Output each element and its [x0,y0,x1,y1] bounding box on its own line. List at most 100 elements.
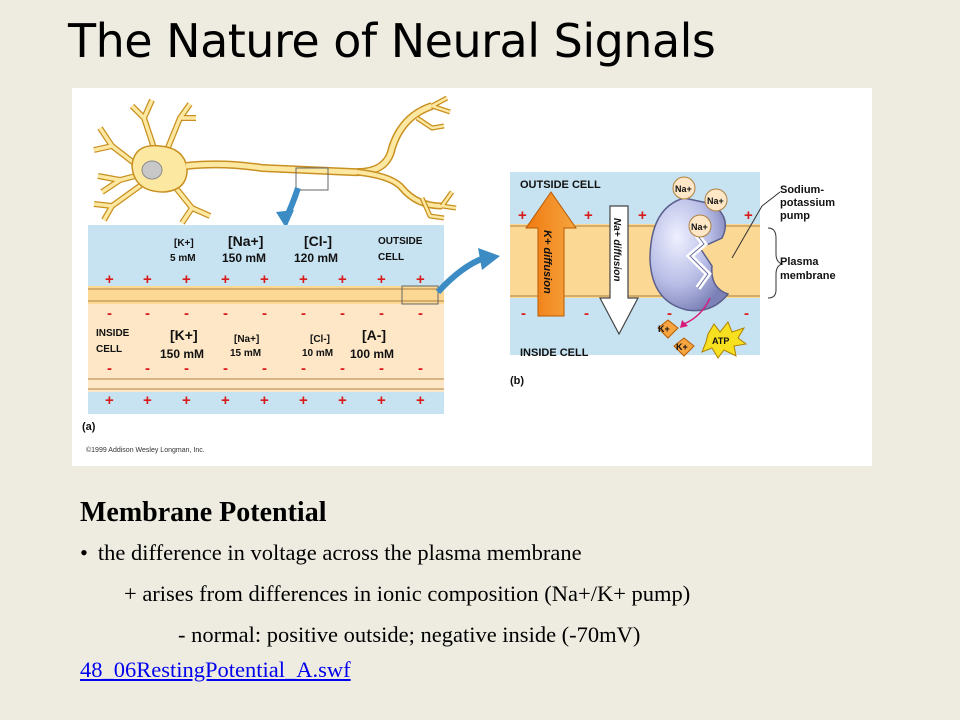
svg-text:Na+: Na+ [707,196,724,206]
sub-bullet-item: + arises from differences in ionic compo… [124,581,691,606]
svg-text:+: + [105,392,114,409]
svg-text:+: + [338,271,347,288]
svg-text:-: - [145,360,150,377]
svg-text:+: + [518,207,527,224]
slide-title: The Nature of Neural Signals [68,14,716,68]
svg-text:+: + [182,392,191,409]
pump-leader-line [731,191,781,259]
na-ion-1: Na+ [672,176,696,200]
svg-text:+: + [182,271,191,288]
svg-text:-: - [223,360,228,377]
bullet-text: the difference in voltage across the pla… [97,540,582,565]
svg-text:+: + [143,271,152,288]
na-ion-3: Na+ [688,214,712,238]
svg-text:-: - [145,305,150,322]
svg-text:-: - [301,360,306,377]
membrane-bracket [767,227,784,299]
outside-cl-label: [Cl-] [304,233,332,249]
svg-text:-: - [107,360,112,377]
svg-text:+: + [221,392,230,409]
svg-text:K+: K+ [676,342,688,352]
svg-text:+: + [105,271,114,288]
svg-text:-: - [379,305,384,322]
outside-cl-conc: 120 mM [294,251,338,265]
na-diffusion-label: Na+ diffusion [611,218,622,281]
svg-text:+: + [338,392,347,409]
svg-text:+: + [744,207,753,224]
atp-burst: ATP [701,321,748,359]
svg-text:+: + [416,392,425,409]
bullet-marker: • [80,540,88,565]
membrane-diagram-a [88,225,444,414]
inside-a-label: [A-] [362,327,386,343]
svg-text:+: + [584,207,593,224]
outside-na-label: [Na+] [228,233,263,249]
svg-text:K+: K+ [658,324,670,334]
zoom-box-axon [295,167,329,191]
svg-text:+: + [221,271,230,288]
svg-text:+: + [299,271,308,288]
svg-text:-: - [584,305,589,322]
svg-text:+: + [377,392,386,409]
sub-sub-bullet-item: - normal: positive outside; negative ins… [178,622,641,647]
inside-cell-label-a: INSIDE CELL [96,328,130,355]
svg-text:-: - [301,305,306,322]
k-pump-arrow [683,297,711,325]
svg-text:-: - [418,360,423,377]
na-ion-2: Na+ [704,188,728,212]
svg-text:-: - [340,305,345,322]
charge-signs-a: + + + + + + + + + - - - - - - - - - - - - - - - - - - + + + + + + + + + [105,271,425,409]
k-diffusion-label: K+ diffusion [541,230,553,294]
svg-text:-: - [418,305,423,322]
inside-na-label: [Na+] [234,334,259,345]
resting-potential-link[interactable]: 48_06RestingPotential_A.swf [80,657,351,682]
figure-a-label: (a) [82,421,96,433]
svg-text:+: + [143,392,152,409]
svg-text:+: + [260,271,269,288]
neural-signals-figure: + + + + + + + + + - - - - - - - - - - - - - - - - - - + + + + + + + + + … [72,88,872,466]
inside-k-label: [K+] [170,327,198,343]
svg-text:Na+: Na+ [675,184,692,194]
figure-b-label: (b) [510,375,524,387]
k-ion-2: K+ [673,337,695,357]
pump-label: Sodium-potassium pump [780,184,836,222]
svg-text:Na+: Na+ [691,222,708,232]
svg-text:-: - [744,305,749,322]
svg-text:-: - [262,305,267,322]
inside-cl-conc: 10 mM [302,348,333,359]
section-heading: Membrane Potential [80,497,327,528]
outside-cell-label-a: OUTSIDE CELL [378,236,423,263]
copyright-text: ©1999 Addison Wesley Longman, Inc. [86,446,205,454]
svg-text:-: - [184,360,189,377]
svg-text:ATP: ATP [712,336,729,346]
zoom-arrow-b [435,255,486,295]
inside-cl-label: [Cl-] [310,334,330,345]
svg-text:+: + [299,392,308,409]
svg-text:-: - [340,360,345,377]
svg-text:+: + [260,392,269,409]
svg-text:+: + [416,271,425,288]
svg-text:-: - [667,305,672,322]
outside-k-label: [K+] [174,238,194,249]
k-ion-1: K+ [657,319,679,339]
svg-text:+: + [638,207,647,224]
bullet-item: • the difference in voltage across the pl… [80,540,582,566]
neuron-illustration [93,95,457,225]
svg-text:-: - [107,305,112,322]
outside-na-conc: 150 mM [222,251,266,265]
k-diffusion-arrow [525,191,577,317]
svg-text:-: - [521,305,526,322]
inside-na-conc: 15 mM [230,348,261,359]
membrane-label: Plasma membrane [780,256,836,282]
inside-k-conc: 150 mM [160,347,204,361]
na-diffusion-arrow [599,205,639,336]
svg-text:-: - [223,305,228,322]
outside-k-conc: 5 mM [170,253,196,264]
inside-a-conc: 100 mM [350,347,394,361]
inside-cell-label-b: INSIDE CELL [520,347,589,359]
svg-text:-: - [262,360,267,377]
svg-text:-: - [379,360,384,377]
svg-text:+: + [377,271,386,288]
outside-cell-label-b: OUTSIDE CELL [520,179,601,191]
svg-text:-: - [184,305,189,322]
